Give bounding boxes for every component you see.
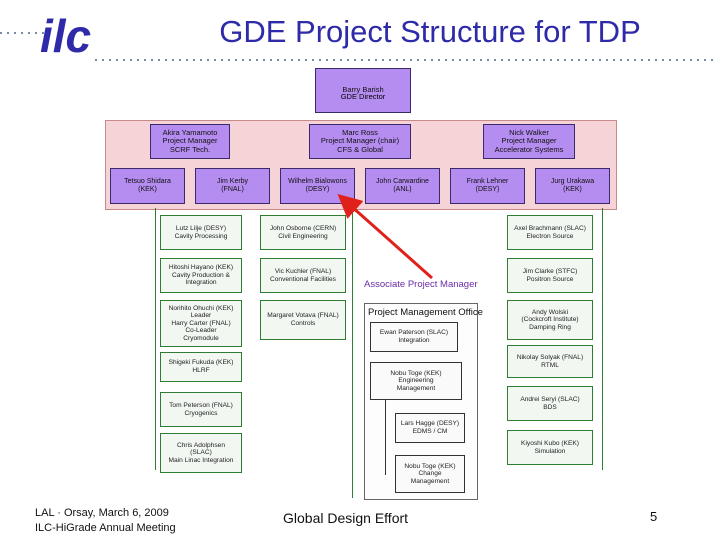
associate-lab: (KEK) xyxy=(138,186,157,193)
group-label: John Osborne (CERN) Civil Engineering xyxy=(269,224,337,240)
associate-box: Frank Lehner(DESY) xyxy=(450,168,525,204)
acc-group-box: Jim Clarke (STFC) Positron Source xyxy=(507,258,593,293)
group-label: Axel Brachmann (SLAC) Electron Source xyxy=(514,224,586,240)
associate-box: Jim Kerby(FNAL) xyxy=(195,168,270,204)
associate-name: John Carwardine xyxy=(376,177,429,185)
pm-box-walker: Nick Walker Project Manager Accelerator … xyxy=(483,124,575,159)
pm-name: Marc Ross xyxy=(342,127,378,137)
associate-lab: (FNAL) xyxy=(221,186,244,193)
associate-name: Tetsuo Shidara xyxy=(124,177,171,185)
acc-group-box: Kiyoshi Kubo (KEK) Simulation xyxy=(507,430,593,465)
footer-center: Global Design Effort xyxy=(283,510,409,526)
associate-name: Frank Lehner xyxy=(466,177,509,185)
scrf-group-box: Shigeki Fukuda (KEK) HLRF xyxy=(160,352,242,382)
group-label: Margaret Votava (FNAL) Controls xyxy=(267,312,339,327)
footer-date: LAL · Orsay, March 6, 2009 xyxy=(35,507,169,519)
associate-lab: (DESY) xyxy=(475,186,500,193)
pm-box-yamamoto: Akira Yamamoto Project Manager SCRF Tech… xyxy=(150,124,230,159)
group-label: Jim Clarke (STFC) Positron Source xyxy=(522,267,578,283)
pm-role: Project Manager (chair) xyxy=(320,136,400,146)
cfs-connector xyxy=(352,208,353,498)
group-label: Andy Wolski (Cockcroft Institute) Dampin… xyxy=(521,308,579,331)
pm-area: Accelerator Systems xyxy=(494,144,564,154)
associate-lab: (ANL) xyxy=(393,186,412,193)
associate-box: John Carwardine(ANL) xyxy=(365,168,440,204)
pmo-member-box: Nobu Toge (KEK) Engineering Management xyxy=(370,362,462,400)
cfs-group-box: Margaret Votava (FNAL) Controls xyxy=(260,300,346,340)
scrf-connector xyxy=(155,208,156,470)
footer-meeting: ILC-HiGrade Annual Meeting xyxy=(35,521,176,534)
group-label: Norihito Ohuchi (KEK) Leader Harry Carte… xyxy=(168,304,234,342)
associate-pm-annotation: Associate Project Manager xyxy=(364,279,478,290)
group-label: Tom Peterson (FNAL) Cryogenics xyxy=(169,401,233,417)
pmo-member: Ewan Paterson (SLAC) Integration xyxy=(379,329,449,344)
associate-lab: (DESY) xyxy=(305,186,330,193)
pmo-connector xyxy=(385,400,386,475)
pmo-label: Project Management Office xyxy=(368,307,483,318)
pmo-member: Nobu Toge (KEK) Engineering Management xyxy=(390,369,442,392)
pm-role: Project Manager xyxy=(162,136,218,146)
page-title: GDE Project Structure for TDP xyxy=(219,14,641,49)
cfs-group-box: Vic Kuchler (FNAL) Conventional Faciliti… xyxy=(260,258,346,293)
director-box: Barry Barish xyxy=(315,68,411,113)
associate-name: Jim Kerby xyxy=(216,177,249,185)
associate-name: Wilhelm Bialowons xyxy=(288,177,347,185)
header-dots xyxy=(0,32,715,61)
ilc-logo: ilc xyxy=(30,8,130,65)
associate-box: Tetsuo Shidara(KEK) xyxy=(110,168,185,204)
group-label: Andrei Seryi (SLAC) BDS xyxy=(520,395,580,411)
associate-name: Jurg Urakawa xyxy=(550,177,595,185)
scrf-group-box: Lutz Lilje (DESY) Cavity Processing xyxy=(160,215,242,250)
pm-area: CFS & Global xyxy=(337,144,383,154)
scrf-group-box: Chris Adolphsen (SLAC) Main Linac Integr… xyxy=(160,433,242,473)
pmo-member-box: Ewan Paterson (SLAC) Integration xyxy=(370,322,458,352)
pmo-member: Nobu Toge (KEK) Change Management xyxy=(404,462,456,485)
pm-name: Nick Walker xyxy=(509,127,549,137)
acc-group-box: Andy Wolski (Cockcroft Institute) Dampin… xyxy=(507,300,593,340)
scrf-group-box: Tom Peterson (FNAL) Cryogenics xyxy=(160,392,242,427)
director-role: GDE Director xyxy=(340,92,386,101)
pm-area: SCRF Tech. xyxy=(169,144,211,154)
page-number: 5 xyxy=(650,509,658,524)
group-label: Vic Kuchler (FNAL) Conventional Faciliti… xyxy=(270,267,336,283)
associate-box-highlighted: Wilhelm Bialowons(DESY) xyxy=(280,168,355,204)
group-label: Shigeki Fukuda (KEK) HLRF xyxy=(168,359,234,374)
acc-group-box: Axel Brachmann (SLAC) Electron Source xyxy=(507,215,593,250)
director-name: Barry Barish xyxy=(342,85,384,95)
acc-group-box: Andrei Seryi (SLAC) BDS xyxy=(507,386,593,421)
footer-left: LAL · Orsay, March 6, 2009 ILC-HiGrade A… xyxy=(35,506,176,536)
pmo-member-box: Nobu Toge (KEK) Change Management xyxy=(395,455,465,493)
pm-role: Project Manager xyxy=(501,136,557,146)
acc-group-box: Nikolay Solyak (FNAL) RTML xyxy=(507,345,593,378)
pmo-member: Lars Hagge (DESY) EDMS / CM xyxy=(400,420,460,435)
group-label: Hitoshi Hayano (KEK) Cavity Production &… xyxy=(168,264,234,287)
group-label: Nikolay Solyak (FNAL) RTML xyxy=(516,353,584,369)
pm-name: Akira Yamamoto xyxy=(162,127,218,137)
scrf-group-box: Norihito Ohuchi (KEK) Leader Harry Carte… xyxy=(160,300,242,347)
group-label: Kiyoshi Kubo (KEK) Simulation xyxy=(521,439,579,455)
cfs-group-box: John Osborne (CERN) Civil Engineering xyxy=(260,215,346,250)
group-label: Chris Adolphsen (SLAC) Main Linac Integr… xyxy=(168,441,234,464)
acc-connector xyxy=(602,208,603,470)
associate-box: Jurg Urakawa(KEK) xyxy=(535,168,610,204)
group-label: Lutz Lilje (DESY) Cavity Processing xyxy=(174,224,228,240)
pm-box-ross: Marc Ross Project Manager (chair) CFS & … xyxy=(309,124,411,159)
scrf-group-box: Hitoshi Hayano (KEK) Cavity Production &… xyxy=(160,258,242,293)
pmo-member-box: Lars Hagge (DESY) EDMS / CM xyxy=(395,413,465,443)
ilc-logo-text: ilc xyxy=(40,10,91,60)
associate-lab: (KEK) xyxy=(563,186,582,193)
